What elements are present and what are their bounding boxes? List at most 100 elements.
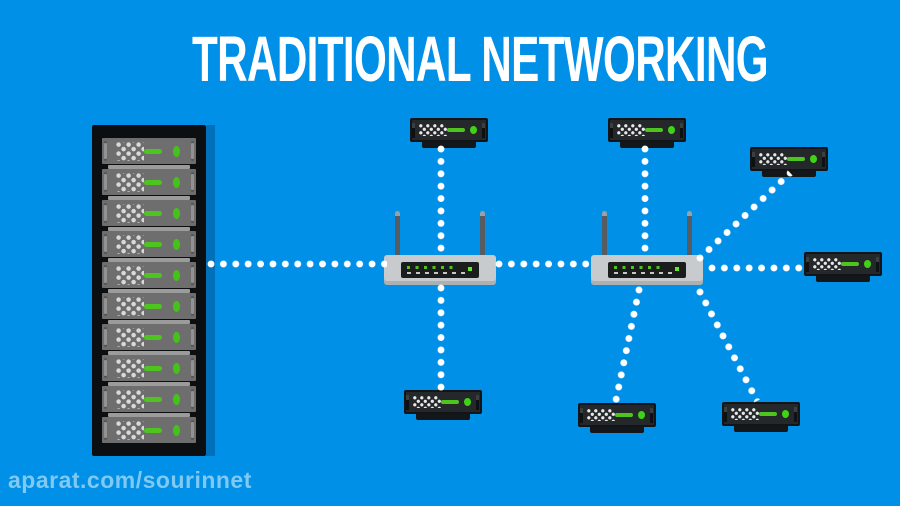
vent-grille-icon xyxy=(413,396,442,408)
power-led-icon xyxy=(863,260,871,268)
device-body xyxy=(404,390,482,414)
rack-separator-bar xyxy=(107,381,191,386)
rack-ear-icon xyxy=(806,256,810,272)
server-rack xyxy=(92,125,206,456)
rack-ear-icon xyxy=(481,122,485,138)
device-body xyxy=(804,252,882,276)
device-body xyxy=(750,147,828,171)
router-2-to-device-bottom-right xyxy=(694,286,761,403)
status-leds-icon xyxy=(614,266,666,269)
device-top-left xyxy=(410,118,488,148)
device-top-left-to-router-1 xyxy=(437,145,445,255)
device-right-middle xyxy=(804,252,882,282)
router-2-to-device-right-upper xyxy=(694,170,793,264)
vent-grille-icon xyxy=(116,234,145,254)
server-unit xyxy=(102,262,196,288)
rack-ear-icon xyxy=(875,256,879,272)
rack-ear-icon xyxy=(406,394,410,410)
antenna-icon xyxy=(602,211,607,259)
power-led-icon xyxy=(675,267,679,271)
power-led-icon xyxy=(173,424,180,436)
rack-separator xyxy=(102,226,196,231)
led-bar-icon xyxy=(144,427,163,433)
led-bar-icon xyxy=(144,272,163,278)
rack-handle-icon xyxy=(190,172,195,192)
rack-ear-icon xyxy=(412,122,416,138)
rack-handle-icon xyxy=(190,265,195,285)
rack-ear-icon xyxy=(580,407,584,423)
router-1-to-device-bottom-left xyxy=(437,284,445,391)
router-1-to-router-2 xyxy=(495,260,593,268)
led-bar-icon xyxy=(615,413,633,417)
power-led-icon xyxy=(173,269,180,281)
vent-grille-icon xyxy=(116,420,145,440)
rack-separator-bar xyxy=(107,288,191,293)
rack-separator-bar xyxy=(107,164,191,169)
power-led-icon xyxy=(173,362,180,374)
rack-separator xyxy=(102,288,196,293)
led-bar-icon xyxy=(441,400,459,404)
rack-handle-icon xyxy=(190,389,195,409)
rack-handle-icon xyxy=(104,420,108,440)
rack-handle-icon xyxy=(104,172,108,192)
device-base xyxy=(589,427,645,433)
rack-ear-icon xyxy=(821,151,825,167)
device-body xyxy=(608,118,686,142)
power-led-icon xyxy=(463,398,471,406)
rack-separator xyxy=(102,381,196,386)
rack-separator-bar xyxy=(107,195,191,200)
rack-handle-icon xyxy=(190,358,195,378)
rack-separator-bar xyxy=(107,257,191,262)
power-led-icon xyxy=(173,331,180,343)
server-unit xyxy=(102,386,196,412)
vent-grille-icon xyxy=(813,258,842,270)
vent-grille-icon xyxy=(731,408,760,420)
device-top-right-to-router-2 xyxy=(641,145,649,255)
rack-ear-icon xyxy=(649,407,653,423)
device-body xyxy=(410,118,488,142)
router-2 xyxy=(591,211,703,285)
vent-grille-icon xyxy=(617,124,646,136)
watermark: aparat.com/sourinnet xyxy=(8,467,252,493)
rack-ear-icon xyxy=(475,394,479,410)
device-bottom-left xyxy=(404,390,482,420)
led-bar-icon xyxy=(841,262,859,266)
led-bar-icon xyxy=(447,128,465,132)
rack-separator-bar xyxy=(107,350,191,355)
device-bottom-right xyxy=(722,402,800,432)
vent-grille-icon xyxy=(116,265,145,285)
power-led-icon xyxy=(173,176,180,188)
led-bar-icon xyxy=(759,412,777,416)
device-top-right xyxy=(608,118,686,148)
vent-grille-icon xyxy=(759,153,788,165)
device-bottom-middle xyxy=(578,403,656,433)
rack-separator-bar xyxy=(107,319,191,324)
rack-handle-icon xyxy=(104,296,108,316)
port-ticks-icon xyxy=(614,272,675,274)
vent-grille-icon xyxy=(587,409,616,421)
led-bar-icon xyxy=(144,148,163,154)
vent-grille-icon xyxy=(116,358,145,378)
rack-handle-icon xyxy=(190,141,195,161)
server-unit xyxy=(102,324,196,350)
status-leds-icon xyxy=(407,266,459,269)
vent-grille-icon xyxy=(116,389,145,409)
led-bar-icon xyxy=(144,210,163,216)
led-bar-icon xyxy=(144,303,163,309)
device-base xyxy=(415,414,471,420)
router-panel xyxy=(608,262,686,278)
rack-ear-icon xyxy=(793,406,797,422)
vent-grille-icon xyxy=(419,124,448,136)
vent-grille-icon xyxy=(116,203,145,223)
led-bar-icon xyxy=(787,157,805,161)
led-bar-icon xyxy=(144,365,163,371)
power-led-icon xyxy=(173,393,180,405)
rack-separator-bar xyxy=(107,412,191,417)
power-led-icon xyxy=(667,126,675,134)
rack-handle-icon xyxy=(190,234,195,254)
vent-grille-icon xyxy=(116,327,145,347)
vent-grille-icon xyxy=(116,141,145,161)
rack-ear-icon xyxy=(724,406,728,422)
server-unit xyxy=(102,293,196,319)
